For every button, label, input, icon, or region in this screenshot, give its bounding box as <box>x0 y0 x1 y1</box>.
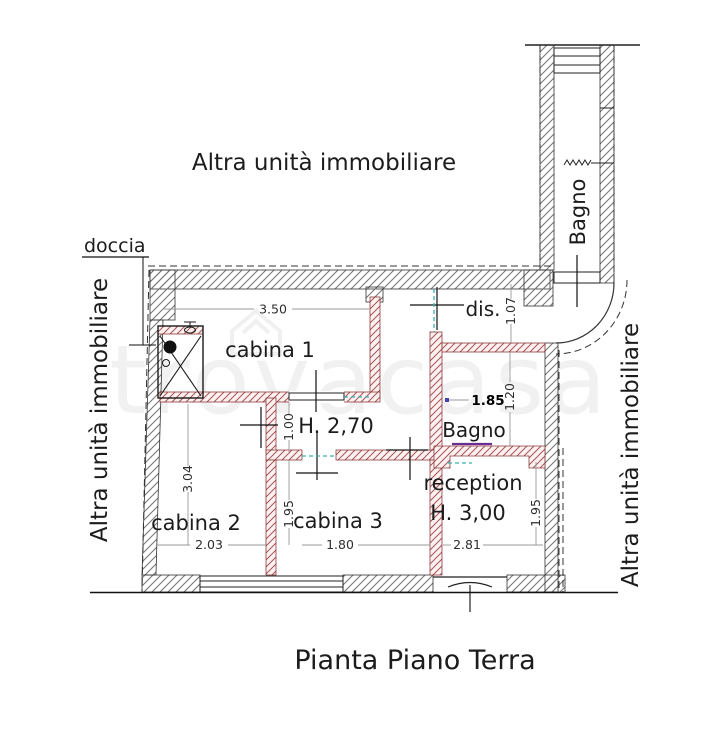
room-label-cabina3: cabina 3 <box>293 509 383 533</box>
dim-reception-width: 2.81 <box>453 537 481 552</box>
wall-top <box>149 269 551 290</box>
room-label-reception: reception <box>423 471 522 495</box>
partition-dis-bagno <box>441 342 546 353</box>
dim-bagno-width: 1.85 <box>471 393 504 409</box>
dimension-lines <box>157 284 543 546</box>
wall-bottom-mid <box>342 574 434 593</box>
other-unit-left-label: Altra unità immobiliare <box>87 278 113 542</box>
dim-cabina2-depth: 3.04 <box>180 465 195 493</box>
other-unit-top-label: Altra unità immobiliare <box>192 150 456 176</box>
doccia-label: doccia <box>84 235 146 257</box>
room-label-cabina2: cabina 2 <box>151 511 241 535</box>
shower-valve-circle <box>162 359 170 367</box>
annotations: doccia Altra unità immobiliare Altra uni… <box>82 150 644 676</box>
room-label-bagno: Bagno <box>442 418 506 442</box>
partition-cabina2-3 <box>265 459 277 576</box>
partition-shower-top <box>157 325 204 335</box>
other-unit-right-label: Altra unità immobiliare <box>618 323 644 587</box>
corridor-window <box>553 47 601 74</box>
vent-zigzag-symbol <box>563 159 592 166</box>
partition-cabina1-right <box>369 296 381 399</box>
facade-window <box>199 575 344 593</box>
partition-bagno-left <box>429 331 443 451</box>
plan-title: Pianta Piano Terra <box>294 645 535 676</box>
corridor-wall-left <box>539 44 555 271</box>
partition-corridor-bottom-b <box>335 449 439 461</box>
shower-symbol <box>157 321 204 399</box>
shower-drain-dot <box>163 340 177 354</box>
dim-cabina1-width: 3.50 <box>259 302 287 317</box>
dim-bagno-depth: 1.20 <box>502 383 517 411</box>
curved-wall <box>555 282 615 344</box>
dim-cabina3-width: 1.80 <box>326 537 354 552</box>
room-label-bagno-corridoio: Bagno <box>566 179 590 246</box>
wall-dashed-edges <box>141 45 628 593</box>
dim-reception-depth: 1.95 <box>528 499 543 527</box>
room-label-cabina1: cabina 1 <box>225 338 315 362</box>
wall-top-left-pier <box>149 269 176 321</box>
hidden-lines-teal <box>302 289 472 464</box>
wall-top-right-pier <box>523 269 554 307</box>
partition-bagno-reception <box>433 445 546 469</box>
dim-corridor-width: 1.00 <box>281 413 296 441</box>
door-swing-arc <box>447 581 493 588</box>
dim-cabina3-depth: 1.95 <box>281 500 296 528</box>
watermark-house-icon <box>230 308 282 356</box>
corridor-wall-right <box>599 44 615 284</box>
dim-cabina2-width: 2.03 <box>195 537 223 552</box>
wall-bottom-left <box>141 574 201 593</box>
room-label-corridor-height: H. 2,70 <box>298 414 374 438</box>
room-label-dis: dis. <box>465 297 500 321</box>
room-label-reception-height: H. 3,00 <box>430 501 506 525</box>
dim-marker-square <box>445 398 449 402</box>
dimension-labels: 3.50 1.07 1.00 1.20 1.85 3.04 2.03 1.95 … <box>180 297 543 552</box>
room-labels: cabina 1 cabina 2 cabina 3 dis. Bagno re… <box>151 179 590 535</box>
interior-partitions <box>157 296 546 576</box>
entrance-door <box>433 576 507 612</box>
wall-right <box>544 342 559 593</box>
partition-corridor-bottom-a <box>265 449 303 461</box>
bagno-corridor-details <box>525 44 640 284</box>
dim-dis-depth: 1.07 <box>503 297 518 325</box>
